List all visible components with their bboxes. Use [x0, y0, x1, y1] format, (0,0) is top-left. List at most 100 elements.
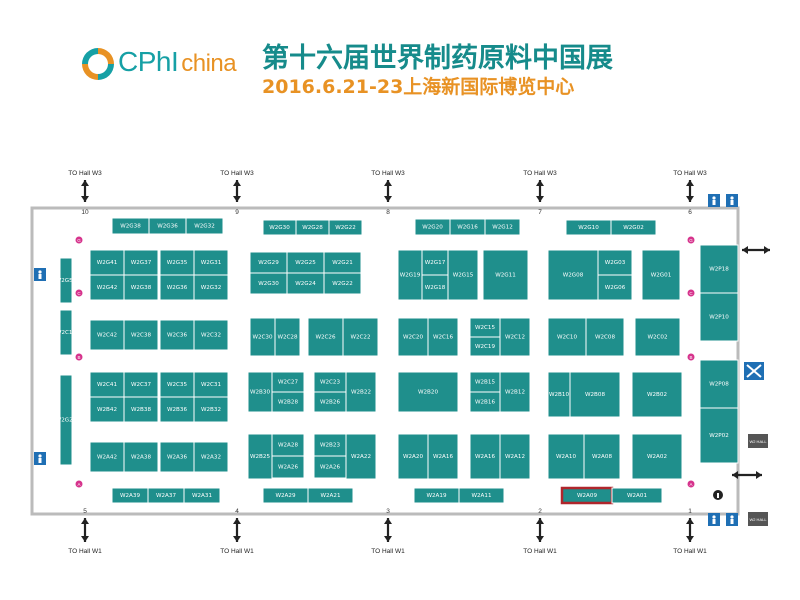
- booth-w2p02[interactable]: W2P02: [699, 407, 739, 464]
- booth-w2c19[interactable]: W2C19: [469, 336, 501, 357]
- booth-w2g37[interactable]: W2G37: [123, 249, 159, 276]
- booth-w2g10[interactable]: W2G10: [565, 219, 612, 236]
- booth-w2g29[interactable]: W2G29: [249, 251, 288, 274]
- booth-w2g20[interactable]: W2G20: [414, 218, 451, 236]
- booth-w2a20[interactable]: W2A20: [397, 433, 429, 480]
- booth-w2a21[interactable]: W2A21: [307, 487, 354, 504]
- booth-w2g18[interactable]: W2G18: [421, 274, 449, 301]
- booth-w2a11[interactable]: W2A11: [458, 487, 505, 504]
- booth-w2a32[interactable]: W2A32: [193, 441, 229, 473]
- booth-w2a39[interactable]: W2A39: [111, 487, 149, 504]
- booth-w2g11[interactable]: W2G11: [482, 249, 529, 301]
- booth-w2p10[interactable]: W2P10: [699, 292, 739, 342]
- booth-w2a19[interactable]: W2A19: [413, 487, 460, 504]
- booth-w2a16[interactable]: W2A16: [469, 433, 501, 480]
- booth-w2g38[interactable]: W2G38: [111, 217, 150, 235]
- booth-w2c15[interactable]: W2C15: [469, 317, 501, 338]
- booth-w2g25[interactable]: W2G25: [286, 251, 325, 274]
- booth-w2c26[interactable]: W2C26: [307, 317, 344, 357]
- booth-w2g21[interactable]: W2G21: [323, 251, 362, 274]
- booth-w2g03[interactable]: W2G03: [597, 249, 633, 276]
- booth-w2b32[interactable]: W2B32: [193, 396, 229, 423]
- booth-w2a02[interactable]: W2A02: [631, 433, 683, 480]
- booth-w2g17[interactable]: W2G17: [421, 249, 449, 276]
- booth-w2g35[interactable]: W2G35: [159, 249, 195, 276]
- booth-w2c02[interactable]: W2C02: [634, 317, 681, 357]
- booth-w2c20[interactable]: W2C20: [397, 317, 429, 357]
- booth-w2b23[interactable]: W2B23: [313, 433, 347, 457]
- booth-w2g06[interactable]: W2G06: [597, 274, 633, 301]
- booth-w2b36[interactable]: W2B36: [159, 396, 195, 423]
- booth-w2g01[interactable]: W2G01: [641, 249, 681, 301]
- booth-w2a16[interactable]: W2A16: [427, 433, 459, 480]
- booth-w2g20[interactable]: W2G20: [56, 374, 77, 466]
- booth-w2a12[interactable]: W2A12: [499, 433, 531, 480]
- booth-w2c22[interactable]: W2C22: [342, 317, 379, 357]
- booth-w2b30[interactable]: W2B30: [247, 371, 273, 413]
- booth-w2b08[interactable]: W2B08: [569, 371, 621, 418]
- booth-w2a22[interactable]: W2A22: [345, 433, 377, 480]
- east-exit-arrow[interactable]: [732, 471, 762, 479]
- east-exit-arrow[interactable]: [742, 246, 770, 254]
- booth-w2c42[interactable]: W2C42: [89, 319, 125, 351]
- booth-w2b25[interactable]: W2B25: [247, 433, 273, 480]
- booth-w2g16[interactable]: W2G16: [449, 218, 486, 236]
- booth-w2a01[interactable]: W2A01: [611, 487, 663, 504]
- booth-w2g50[interactable]: W2G50: [56, 257, 77, 304]
- booth-w2a26[interactable]: W2A26: [271, 455, 305, 479]
- booth-w2a28[interactable]: W2A28: [271, 433, 305, 457]
- booth-w2c23[interactable]: W2C23: [313, 371, 347, 393]
- booth-w2c41[interactable]: W2C41: [89, 371, 125, 398]
- booth-w2c30[interactable]: W2C30: [249, 317, 276, 357]
- booth-w2p18[interactable]: W2P18: [699, 244, 739, 294]
- booth-w2g42[interactable]: W2G42: [89, 274, 125, 301]
- booth-w2g41[interactable]: W2G41: [89, 249, 125, 276]
- booth-w2a36[interactable]: W2A36: [159, 441, 195, 473]
- booth-w2c38[interactable]: W2C38: [123, 319, 159, 351]
- booth-w2g36[interactable]: W2G36: [159, 274, 195, 301]
- exit-to-hall-w3[interactable]: TO Hall W38: [371, 170, 405, 216]
- booth-w2c37[interactable]: W2C37: [123, 371, 159, 398]
- exit-to-hall-w1[interactable]: 4TO Hall W1: [220, 508, 254, 555]
- booth-w2a26[interactable]: W2A26: [313, 455, 347, 479]
- booth-w2g12[interactable]: W2G12: [484, 218, 521, 236]
- booth-w2b20[interactable]: W2B20: [397, 371, 459, 413]
- exit-to-hall-w1[interactable]: 1TO Hall W1: [673, 508, 707, 555]
- booth-w2g22[interactable]: W2G22: [328, 219, 363, 236]
- booth-w2b16[interactable]: W2B16: [469, 391, 501, 413]
- booth-w2c10[interactable]: W2C10: [56, 309, 77, 356]
- booth-w2a10[interactable]: W2A10: [547, 433, 585, 480]
- booth-w2b10[interactable]: W2B10: [547, 371, 571, 418]
- booth-w2g32[interactable]: W2G32: [185, 217, 224, 235]
- booth-w2g15[interactable]: W2G15: [447, 249, 479, 301]
- booth-w2c10[interactable]: W2C10: [547, 317, 587, 357]
- booth-w2b15[interactable]: W2B15: [469, 371, 501, 393]
- booth-w2g38[interactable]: W2G38: [123, 274, 159, 301]
- exit-to-hall-w3[interactable]: TO Hall W36: [673, 170, 707, 216]
- booth-w2c35[interactable]: W2C35: [159, 371, 195, 398]
- booth-w2b38[interactable]: W2B38: [123, 396, 159, 423]
- booth-w2c12[interactable]: W2C12: [499, 317, 531, 357]
- booth-w2a38[interactable]: W2A38: [123, 441, 159, 473]
- booth-w2g19[interactable]: W2G19: [397, 249, 423, 301]
- exit-to-hall-w1[interactable]: 5TO Hall W1: [68, 508, 102, 555]
- booth-w2c31[interactable]: W2C31: [193, 371, 229, 398]
- exit-to-hall-w3[interactable]: TO Hall W37: [523, 170, 557, 216]
- booth-w2c36[interactable]: W2C36: [159, 319, 195, 351]
- booth-w2g28[interactable]: W2G28: [295, 219, 330, 236]
- booth-w2g30[interactable]: W2G30: [262, 219, 297, 236]
- booth-w2a08[interactable]: W2A08: [583, 433, 621, 480]
- booth-w2b26[interactable]: W2B26: [313, 391, 347, 413]
- booth-w2g31[interactable]: W2G31: [193, 249, 229, 276]
- booth-w2a31[interactable]: W2A31: [183, 487, 221, 504]
- booth-w2c32[interactable]: W2C32: [193, 319, 229, 351]
- booth-w2a29[interactable]: W2A29: [262, 487, 309, 504]
- booth-w2b22[interactable]: W2B22: [345, 371, 377, 413]
- booth-w2b28[interactable]: W2B28: [271, 391, 305, 413]
- booth-w2p08[interactable]: W2P08: [699, 359, 739, 409]
- booth-w2g02[interactable]: W2G02: [610, 219, 657, 236]
- booth-w2c28[interactable]: W2C28: [274, 317, 301, 357]
- booth-w2g32[interactable]: W2G32: [193, 274, 229, 301]
- booth-w2a09[interactable]: W2A09: [560, 486, 614, 505]
